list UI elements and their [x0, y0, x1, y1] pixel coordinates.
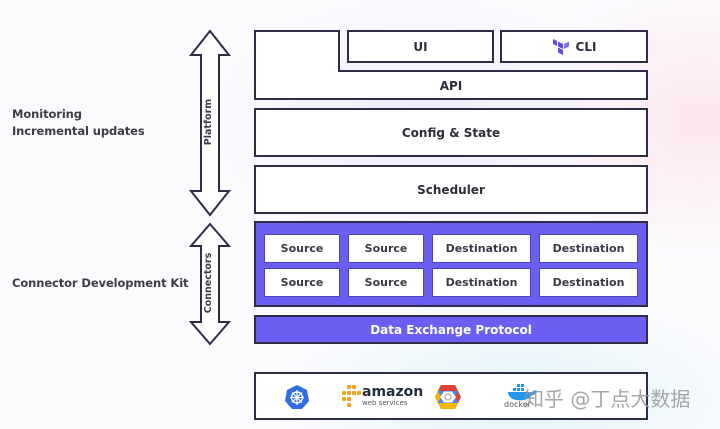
connector-cell-source: Source: [348, 268, 424, 297]
connector-cell-destination: Destination: [539, 268, 638, 297]
terraform-icon: [552, 38, 569, 55]
feature-incremental-updates: Incremental updates: [12, 124, 145, 138]
connector-cell-destination: Destination: [432, 268, 531, 297]
google-cloud-icon: [435, 385, 461, 409]
config-state-box: Config & State: [254, 108, 648, 157]
aws-subtext: web services: [362, 399, 408, 407]
api-label: API: [439, 79, 463, 93]
protocol-label: Data Exchange Protocol: [370, 322, 532, 337]
feature-monitoring: Monitoring: [12, 107, 82, 121]
connector-cell-source: Source: [264, 268, 340, 297]
connector-cell-source: Source: [264, 234, 340, 263]
infrastructure-logos-bar: amazon web services docker: [254, 372, 648, 420]
connectors-arrow-label: Connectors: [203, 252, 214, 314]
scheduler-label: Scheduler: [417, 182, 485, 197]
data-exchange-protocol-bar: Data Exchange Protocol: [254, 315, 648, 344]
config-state-label: Config & State: [401, 125, 501, 140]
connectors-block: Source Source Destination Destination So…: [254, 221, 648, 307]
docker-text: docker: [504, 400, 531, 409]
docker-icon: [508, 384, 537, 401]
ui-box: UI: [347, 30, 494, 63]
connector-cell-destination: Destination: [432, 234, 531, 263]
aws-boxes-icon: [342, 385, 361, 407]
cli-box: CLI: [500, 30, 648, 63]
connectors-double-arrow-icon: [188, 222, 232, 346]
watermark: 知乎 @丁点大数据: [524, 387, 691, 411]
connector-cell-source: Source: [348, 234, 424, 263]
api-layer-shape: [254, 30, 648, 100]
aws-text: amazon: [362, 384, 424, 400]
connector-dev-kit-label: Connector Development Kit: [12, 276, 189, 290]
cli-label: CLI: [575, 39, 597, 54]
ui-label: UI: [413, 39, 428, 54]
platform-double-arrow-icon: [188, 29, 232, 217]
kubernetes-icon: [285, 385, 309, 409]
platform-features-label: Monitoring Incremental updates: [12, 106, 145, 140]
scheduler-box: Scheduler: [254, 165, 648, 214]
platform-arrow-label: Platform: [203, 98, 214, 146]
aws-wordmark: amazon web services: [362, 385, 423, 407]
connector-cell-destination: Destination: [539, 234, 638, 263]
